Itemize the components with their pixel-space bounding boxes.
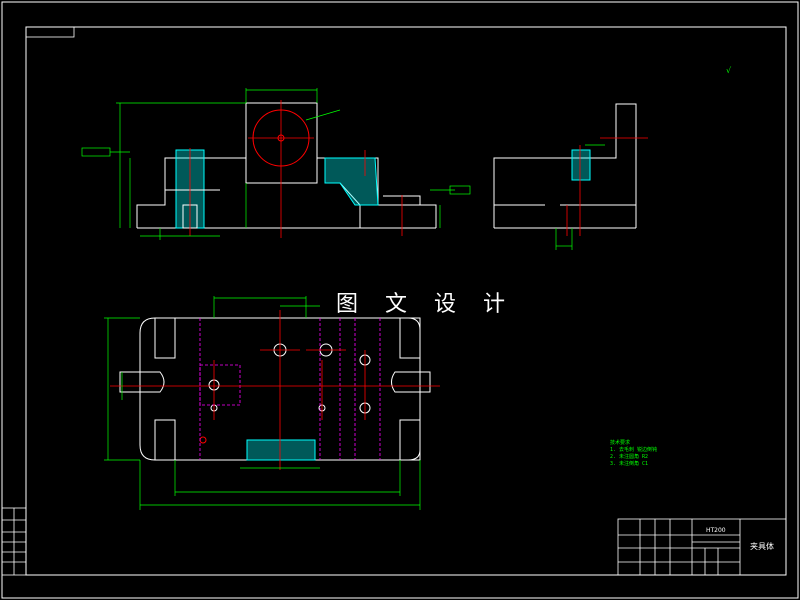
technical-requirements-heading: 技术要求 — [610, 440, 631, 446]
front-view — [136, 102, 437, 229]
watermark-text: 图 文 设 计 — [336, 292, 515, 317]
title-block-part-name: 夹具体 — [750, 542, 774, 551]
side-view-centerlines — [566, 137, 648, 236]
side-view — [493, 103, 637, 229]
front-view-dimensions — [81, 88, 471, 240]
surface-roughness-symbol: √ — [726, 66, 732, 75]
technical-requirement-item: 2. 未注圆角 R2 — [610, 454, 649, 460]
technical-requirements: 技术要求 1. 去毛刺 锐边倒钝 2. 未注圆角 R2 3. 未注倒角 C1 — [610, 440, 700, 468]
technical-requirement-item: 3. 未注倒角 C1 — [610, 461, 649, 467]
technical-requirement-item: 1. 去毛刺 锐边倒钝 — [610, 447, 658, 453]
top-view-centerlines — [110, 310, 440, 470]
drawing-frame — [25, 26, 787, 576]
top-view-dimensions — [104, 296, 421, 510]
front-view-centerlines — [189, 100, 403, 238]
top-view-hidden-lines — [199, 318, 381, 460]
top-left-reference-box — [25, 26, 75, 38]
title-block-material: HT200 — [706, 527, 726, 534]
top-view — [119, 317, 431, 461]
title-block — [617, 518, 787, 576]
side-view-dimensions — [555, 144, 605, 250]
revision-strip — [1, 507, 27, 576]
